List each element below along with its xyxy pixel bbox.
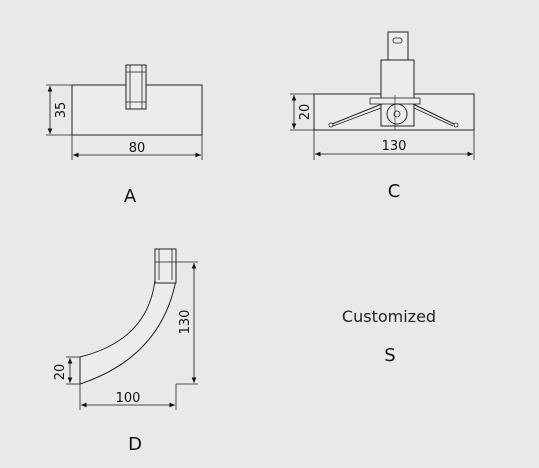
part-s-info: Customized S (342, 307, 436, 366)
part-c-tab (387, 31, 409, 61)
part-d-clip (154, 248, 177, 284)
part-c-drawing: 20 130 C (290, 31, 475, 202)
part-a-label: A (124, 186, 137, 207)
part-d-vertical-value: 130 (178, 310, 193, 335)
part-c-width-value: 130 (382, 139, 407, 154)
part-c-height-value: 20 (298, 104, 313, 121)
part-c-label: C (388, 181, 401, 202)
part-d-height-value: 20 (53, 364, 68, 381)
part-s-label: S (384, 345, 395, 366)
part-s-caption: Customized (342, 307, 436, 326)
part-d-elbow (79, 279, 177, 385)
part-d-label: D (128, 434, 142, 455)
part-a-width-value: 80 (129, 141, 146, 156)
part-c-roller (386, 103, 408, 125)
part-a-clip (125, 64, 147, 110)
part-a-height-value: 35 (54, 102, 69, 119)
part-a-drawing: 35 80 A (46, 64, 203, 207)
part-d-width-value: 100 (116, 391, 141, 406)
part-d-drawing: 20 130 100 D (53, 248, 198, 455)
